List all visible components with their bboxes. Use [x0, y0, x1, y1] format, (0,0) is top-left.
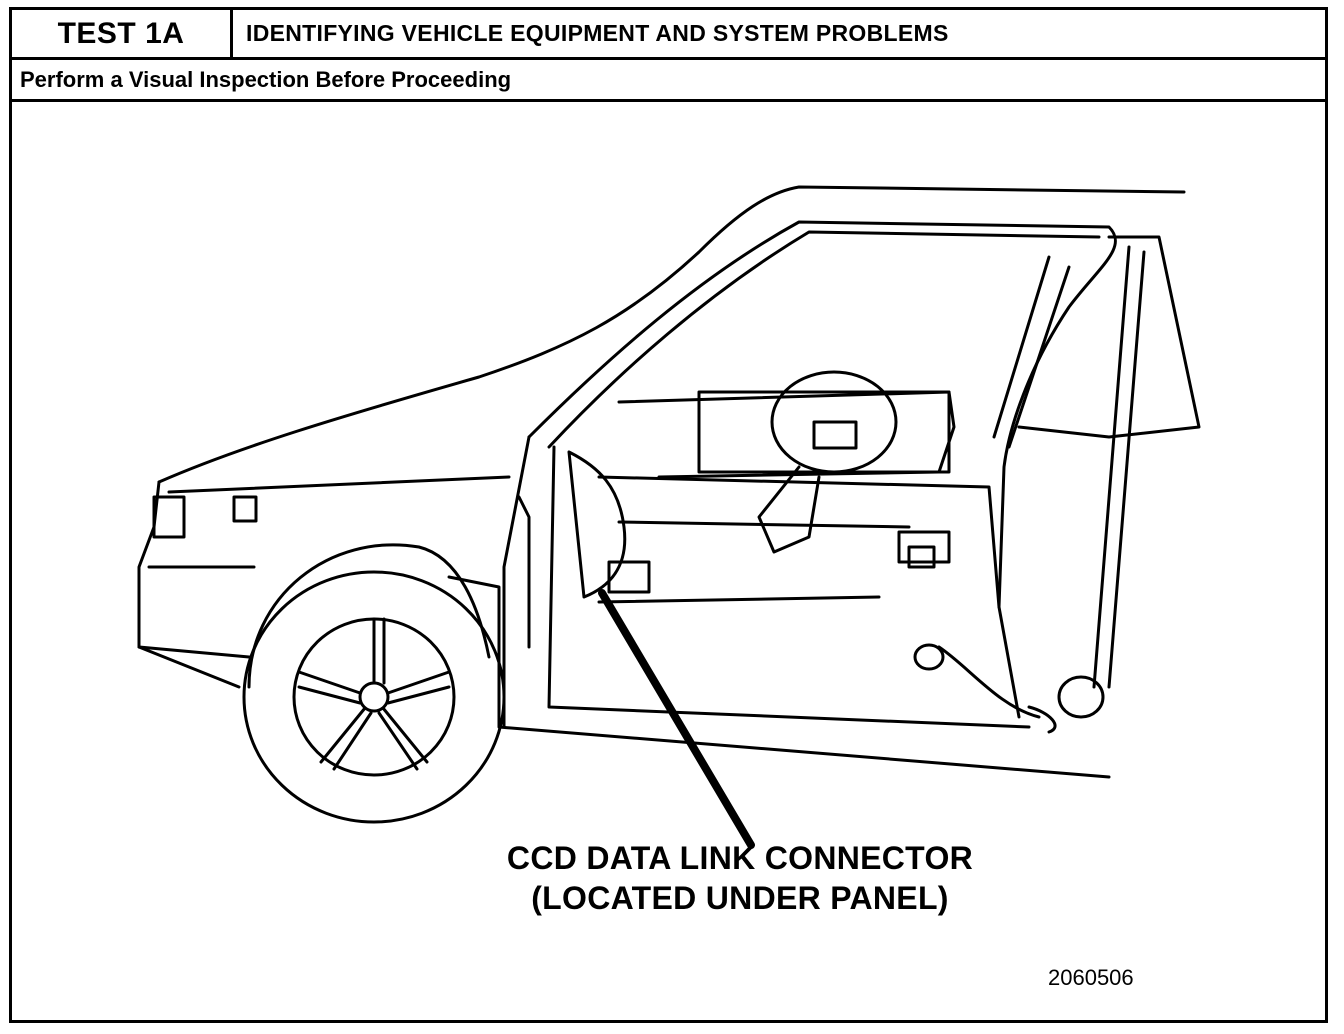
- subtitle: Perform a Visual Inspection Before Proce…: [12, 60, 1325, 102]
- procedure-frame: TEST 1A IDENTIFYING VEHICLE EQUIPMENT AN…: [9, 7, 1328, 1023]
- callout-line-2: (LOCATED UNDER PANEL): [531, 880, 949, 916]
- front-wheel: [242, 543, 506, 824]
- connector-leader-line: [598, 589, 755, 849]
- figure-number: 2060506: [1048, 965, 1134, 990]
- vehicle-illustration: [137, 185, 1201, 849]
- callout-line-1: CCD DATA LINK CONNECTOR: [506, 840, 974, 876]
- test-id: TEST 1A: [12, 10, 233, 57]
- callout-label: CCD DATA LINK CONNECTOR (LOCATED UNDER P…: [440, 838, 1040, 918]
- car-body: [137, 185, 1201, 779]
- test-title: IDENTIFYING VEHICLE EQUIPMENT AND SYSTEM…: [246, 20, 949, 46]
- header-row: TEST 1A IDENTIFYING VEHICLE EQUIPMENT AN…: [12, 10, 1325, 60]
